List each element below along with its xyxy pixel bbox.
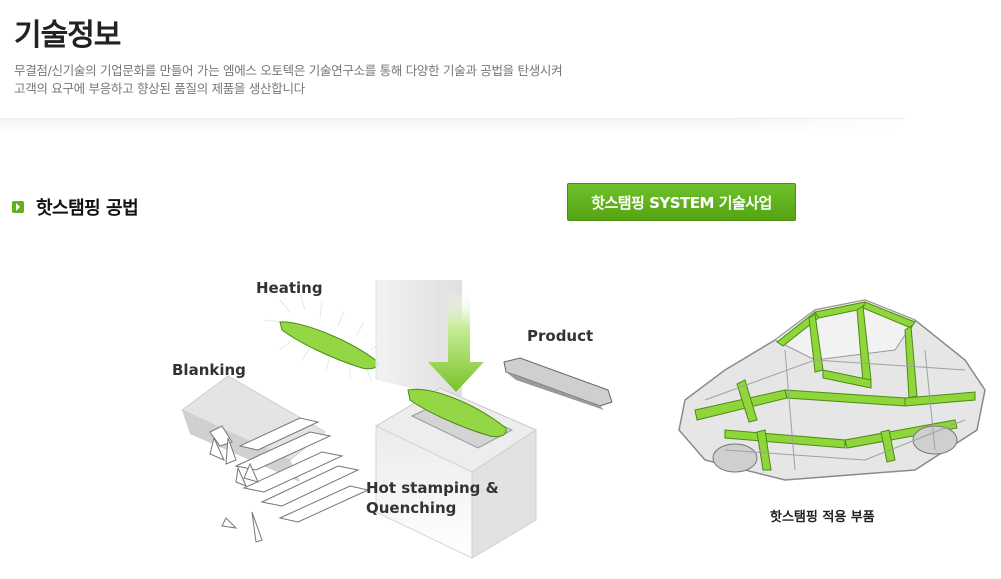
label-heating: Heating xyxy=(256,279,323,297)
stamping-blank xyxy=(407,388,507,438)
car-frame-graphic xyxy=(678,299,986,481)
product-part xyxy=(503,357,613,410)
intro-line-2: 고객의 요구에 부응하고 향상된 품질의 제품을 생산합니다 xyxy=(14,81,305,96)
car-frame-lines xyxy=(704,349,966,471)
label-stamping-line1: Hot stamping & xyxy=(366,479,499,497)
intro-line-1: 무결점/신기술의 기업문화를 만들어 가는 엠에스 오토텍은 기술연구소를 통해… xyxy=(14,63,563,78)
car-caption: 핫스탬핑 적용 부품 xyxy=(770,510,875,525)
car-body-illustration xyxy=(665,280,995,490)
page-title: 기술정보 xyxy=(14,18,121,53)
label-product: Product xyxy=(527,327,594,345)
header-divider xyxy=(0,118,905,135)
heating-blank xyxy=(263,293,385,383)
hotstamping-process-diagram: Heating Blanking Product Hot stamping & … xyxy=(0,250,650,575)
bullet-arrow-icon xyxy=(12,201,24,213)
section-title: 핫스탬핑 공법 xyxy=(36,198,139,219)
label-stamping: Hot stamping & Quenching xyxy=(366,478,499,518)
intro-text: 무결점/신기술의 기업문화를 만들어 가는 엠에스 오토텍은 기술연구소를 통해… xyxy=(14,62,563,98)
hotstamping-system-button[interactable]: 핫스탬핑 SYSTEM 기술사업 xyxy=(567,183,796,221)
section-heading: 핫스탬핑 공법 xyxy=(12,194,139,220)
press-down-arrow xyxy=(428,290,484,392)
blank-pieces xyxy=(209,417,370,543)
process-illustration xyxy=(181,280,613,559)
label-stamping-line2: Quenching xyxy=(366,499,457,517)
label-blanking: Blanking xyxy=(172,361,246,379)
stamping-die xyxy=(374,387,538,559)
